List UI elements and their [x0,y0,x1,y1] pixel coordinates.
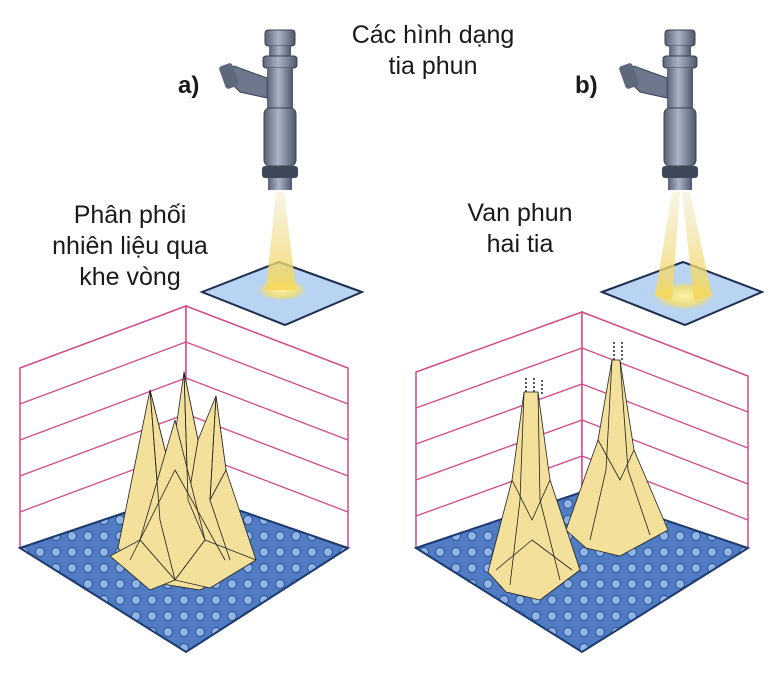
distribution-chart-b [413,310,751,654]
caption-a-line-2: nhiên liệu qua [52,232,208,260]
title-line-1: Các hình dạng [351,21,515,49]
panel-a-caption: Phân phối nhiên liệu qua khe vòng [20,200,240,293]
panel-b-label: b) [575,72,598,99]
caption-a-line-3: khe vòng [79,263,181,291]
caption-b-line-2: hai tia [486,230,554,258]
spray-plate-b [599,192,765,327]
caption-a-line-1: Phân phối [73,201,187,229]
distribution-chart-a [17,304,351,654]
panel-a-label: a) [178,72,200,99]
injector-a [217,29,299,191]
injector-b [617,29,699,191]
title-line-2: tia phun [388,52,478,80]
caption-b-line-1: Van phun [467,199,573,227]
spray-plate-a [199,192,365,327]
diagram-title: Các hình dạng tia phun [318,20,548,82]
panel-b-caption: Van phun hai tia [440,198,600,260]
